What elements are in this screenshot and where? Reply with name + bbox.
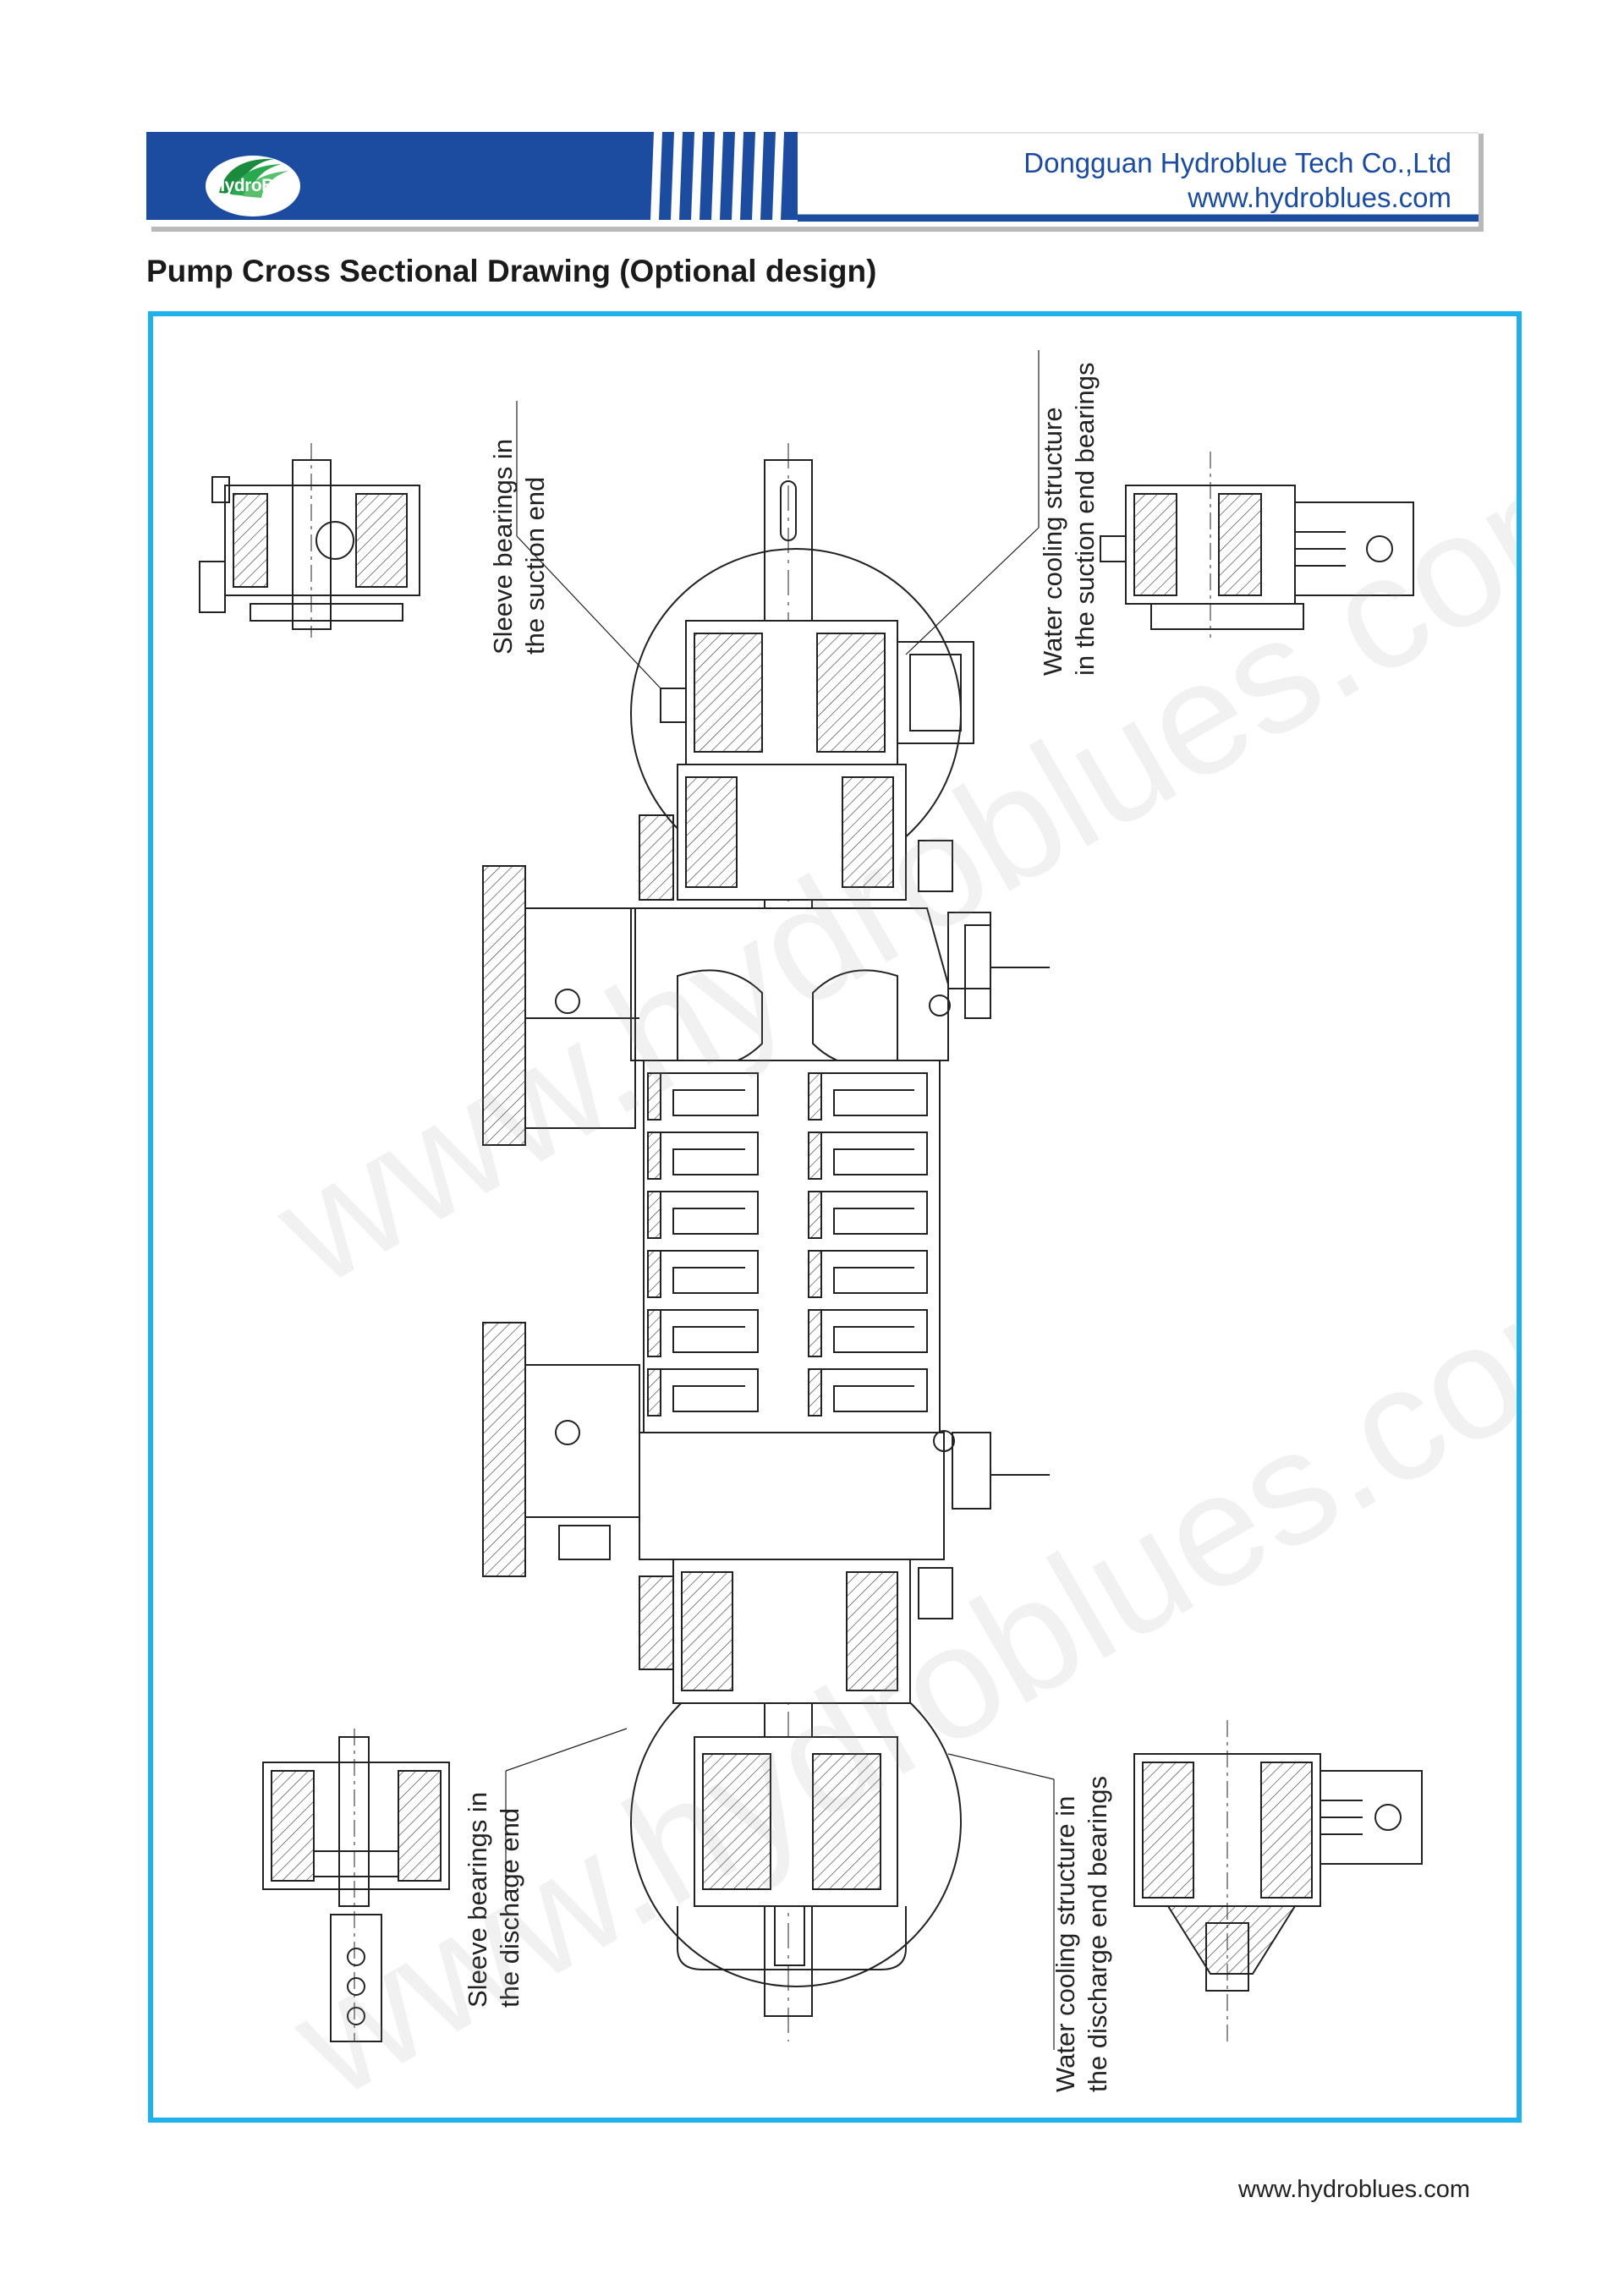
- label-water-cooling-discharge: Water cooling structure in the discharge…: [1050, 1776, 1114, 2092]
- diffuser-stage: [821, 1132, 928, 1175]
- header-brand-band: HydroBlue: [146, 132, 645, 220]
- stage-casing-wall: [647, 1368, 661, 1417]
- diffuser-stage: [661, 1250, 759, 1294]
- stage-casing-wall: [647, 1191, 661, 1239]
- company-name: Dongguan Hydroblue Tech Co.,Ltd: [1023, 147, 1451, 178]
- label-sleeve-bearings-suction: Sleeve bearings in the suction end: [487, 439, 551, 655]
- stage-casing-wall: [808, 1309, 822, 1357]
- stage-casing-wall: [647, 1072, 661, 1121]
- stage-casing-wall: [647, 1132, 661, 1180]
- label-line: the discharge end bearings: [1083, 1776, 1112, 2092]
- diffuser-stage: [821, 1250, 928, 1294]
- label-line: Water cooling structure in: [1051, 1795, 1080, 2092]
- stage-casing-wall: [647, 1309, 661, 1357]
- pump-cross-section-drawing: [199, 350, 1423, 2050]
- page-title: Pump Cross Sectional Drawing (Optional d…: [146, 254, 877, 288]
- diffuser-stage: [661, 1191, 759, 1235]
- logo-text: HydroBlue: [212, 176, 299, 195]
- hydroblue-logo: [206, 156, 300, 216]
- diffuser-stage: [821, 1072, 928, 1116]
- stage-casing-wall: [647, 1250, 661, 1298]
- diffuser-stage: [661, 1309, 759, 1353]
- label-line: the suction end: [520, 476, 550, 655]
- stage-casing-wall: [808, 1072, 822, 1121]
- label-sleeve-bearings-discharge: Sleeve bearings in the dischage end: [462, 1792, 526, 2008]
- header-banner: HydroBlue Dongguan Hydroblue Tech Co.,Lt…: [146, 129, 1479, 227]
- label-line: in the suction end bearings: [1070, 362, 1100, 676]
- label-line: Sleeve bearings in: [463, 1791, 492, 2008]
- diffuser-stage: [821, 1191, 928, 1235]
- footer-website[interactable]: www.hydroblues.com: [1238, 2176, 1470, 2203]
- diffuser-stage: [661, 1072, 759, 1116]
- stage-casing-wall: [808, 1250, 822, 1298]
- label-water-cooling-suction: Water cooling structure in the suction e…: [1037, 362, 1101, 676]
- label-line: the dischage end: [495, 1807, 524, 2008]
- diffuser-stage: [661, 1132, 759, 1175]
- drawing-frame: Sleeve bearings in the suction end Water…: [148, 311, 1522, 2123]
- label-line: Sleeve bearings in: [488, 438, 518, 655]
- stage-casing-wall: [808, 1132, 822, 1180]
- diffuser-stage: [661, 1368, 759, 1412]
- stage-casing-wall: [808, 1368, 822, 1417]
- stage-casing-wall: [808, 1191, 822, 1239]
- diffuser-stage: [821, 1368, 928, 1412]
- header-stripes: [645, 132, 798, 220]
- header-info-panel: Dongguan Hydroblue Tech Co.,Ltd www.hydr…: [798, 132, 1479, 222]
- label-line: Water cooling structure: [1038, 407, 1067, 676]
- diffuser-stage: [821, 1309, 928, 1353]
- header-website[interactable]: www.hydroblues.com: [1188, 182, 1451, 213]
